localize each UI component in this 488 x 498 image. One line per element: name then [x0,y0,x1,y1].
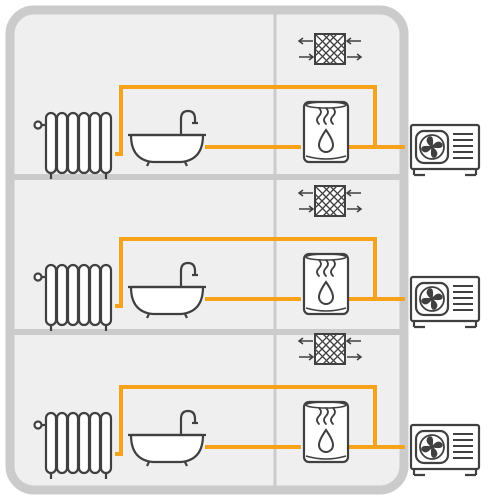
floor-1 [33,33,481,181]
radiator-icon [33,263,113,333]
radiator-icon [33,111,113,181]
floor-2 [33,185,481,333]
air-source-heat-pump-icon [409,275,481,329]
heating-pipe [115,237,405,308]
floor-3 [33,333,481,481]
hot-water-tank-icon [302,252,350,316]
air-source-heat-pump-icon [409,123,481,177]
air-source-heat-pump-icon [409,423,481,477]
hot-water-tank-icon [302,400,350,464]
heating-pipe [115,385,405,456]
radiator-icon [33,411,113,481]
hot-water-tank-icon [302,100,350,164]
heating-pipe [115,85,405,156]
